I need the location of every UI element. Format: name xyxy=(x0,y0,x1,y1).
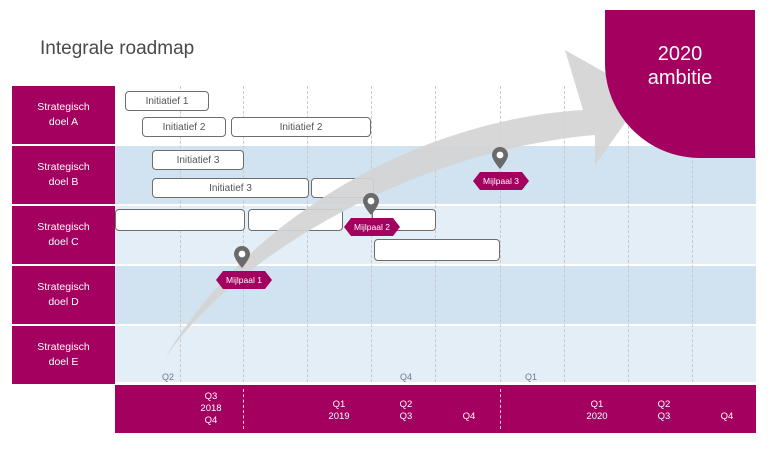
row-label-line: doel A xyxy=(48,116,79,128)
location-pin-icon xyxy=(492,147,508,169)
quarter-gridline xyxy=(564,86,565,382)
timeline-quarter: Q1 xyxy=(332,399,346,410)
initiative-bar[interactable]: Initiatief 3 xyxy=(152,178,309,198)
row-label-line: Strategisch xyxy=(37,101,90,113)
timeline-quarter: Q4 xyxy=(720,411,734,422)
timeline-quarter: Q3 xyxy=(657,411,671,422)
row-label-a: Strategisch doel A xyxy=(12,86,115,144)
quarter-gridline xyxy=(243,86,244,382)
row-label-c: Strategisch doel C xyxy=(12,206,115,264)
initiative-bar[interactable] xyxy=(115,209,245,231)
milestone-tag[interactable]: Mijlpaal 3 xyxy=(473,172,529,190)
ambition-label: ambitie xyxy=(647,67,713,89)
quarter-marker: Q2 xyxy=(162,372,175,382)
initiative-bar[interactable]: Initiatief 2 xyxy=(142,117,226,137)
row-label-line: Strategisch xyxy=(37,161,90,173)
timeline-quarter: Q3 xyxy=(204,391,218,402)
page-title: Integrale roadmap xyxy=(40,38,195,59)
row-label-line: Strategisch xyxy=(37,221,90,233)
initiative-bar[interactable]: Initiatief 2 xyxy=(231,117,371,137)
initiative-bar[interactable] xyxy=(374,239,500,261)
timeline-quarter: Q2 xyxy=(657,399,671,410)
quarter-gridline xyxy=(307,86,308,382)
quarter-gridline xyxy=(435,86,436,382)
row-label-line: doel C xyxy=(48,236,79,248)
year-divider xyxy=(243,389,244,429)
timeline-year: 2020 xyxy=(586,411,608,422)
quarter-gridline xyxy=(628,86,629,382)
ambition-year: 2020 xyxy=(657,43,703,65)
timeline-quarter: Q3 xyxy=(399,411,413,422)
timeline-quarter: Q4 xyxy=(462,411,476,422)
initiative-bar[interactable]: Initiatief 3 xyxy=(152,150,244,170)
row-label-e: Strategisch doel E xyxy=(12,326,115,384)
timeline-quarter: Q1 xyxy=(590,399,604,410)
quarter-gridline xyxy=(692,86,693,382)
quarter-gridline xyxy=(180,86,181,382)
quarter-marker: Q4 xyxy=(400,372,413,382)
timeline-quarter: Q2 xyxy=(399,399,413,410)
milestone-tag[interactable]: Mijlpaal 1 xyxy=(216,271,272,289)
timeline-year: 2019 xyxy=(328,411,350,422)
row-label-line: Strategisch xyxy=(37,281,90,293)
timeline-year: 2018 xyxy=(200,403,222,414)
row-label-line: doel E xyxy=(48,356,79,368)
quarter-gridline xyxy=(500,86,501,382)
milestone-tag[interactable]: Mijlpaal 2 xyxy=(344,218,400,236)
row-label-line: doel B xyxy=(48,176,79,188)
timeline-axis: Q3 2018 Q4 Q1 2019 Q2 Q3 Q4 Q1 2020 Q2 Q… xyxy=(115,385,756,433)
quarter-marker: Q1 xyxy=(525,372,538,382)
row-label-line: doel D xyxy=(48,296,79,308)
row-label-d: Strategisch doel D xyxy=(12,266,115,324)
row-label-b: Strategisch doel B xyxy=(12,146,115,204)
initiative-bar[interactable]: Initiatief 1 xyxy=(125,91,209,111)
year-divider xyxy=(500,389,501,429)
timeline-quarter: Q4 xyxy=(204,415,218,426)
row-label-line: Strategisch xyxy=(37,341,90,353)
location-pin-icon xyxy=(363,193,379,215)
location-pin-icon xyxy=(234,246,250,268)
